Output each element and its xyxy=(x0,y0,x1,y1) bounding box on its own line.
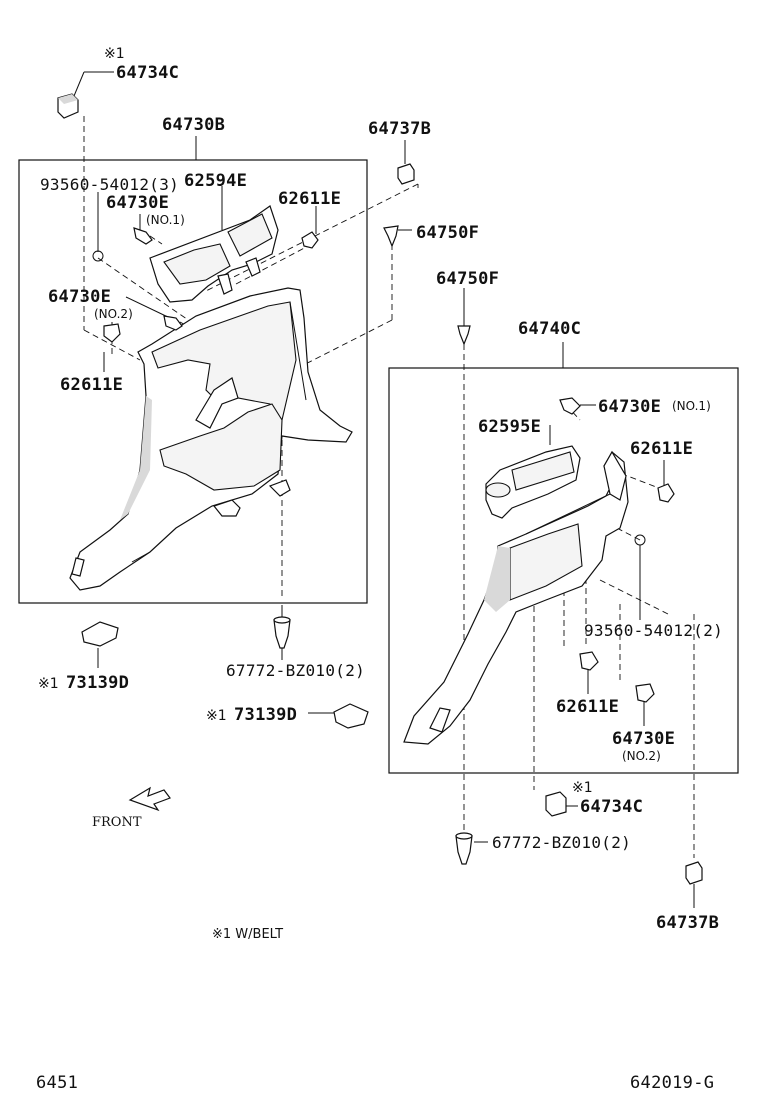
fastener-62611E-left-bottom xyxy=(103,323,121,343)
label-no1-right: (NO.1) xyxy=(672,399,711,413)
clip-64737B-top xyxy=(397,163,415,185)
label-64730E-no1-right: 64730E xyxy=(598,397,661,417)
label-62611E-right-bottom: 62611E xyxy=(556,697,619,717)
label-62611E-left-top: 62611E xyxy=(278,189,341,209)
fastener-64730E-no1-right xyxy=(559,397,581,415)
label-64730E-no2-left: 64730E xyxy=(48,287,111,307)
clip-67772-lower xyxy=(455,832,473,865)
label-64730E-no1-left: 64730E xyxy=(106,193,169,213)
mark-1d: ※1 xyxy=(572,780,593,796)
fastener-64730E-no1-left xyxy=(133,227,153,245)
label-64740C: 64740C xyxy=(518,319,581,339)
label-64730B: 64730B xyxy=(162,115,225,135)
cover-73139D-mid xyxy=(333,703,369,729)
fastener-62611E-right-top xyxy=(657,483,675,503)
screw-symbol-right xyxy=(634,534,646,546)
label-62611E-left-bottom: 62611E xyxy=(60,375,123,395)
fastener-62611E-left-top xyxy=(301,231,319,249)
cover-73139D-left xyxy=(81,621,119,647)
label-no2-left: (NO.2) xyxy=(94,307,133,321)
label-64750F-b: 64750F xyxy=(436,269,499,289)
label-64750F-a: 64750F xyxy=(416,223,479,243)
label-67772-lower: 67772-BZ010(2) xyxy=(492,833,631,852)
leader-lines xyxy=(73,71,695,908)
right-storage-tray xyxy=(485,445,581,519)
label-93560-right: 93560-54012(2) xyxy=(584,621,723,640)
left-storage-tray xyxy=(149,205,279,303)
label-64734C-bottom: 64734C xyxy=(580,797,643,817)
fastener-64730E-no2-left xyxy=(163,315,183,331)
screw-symbol-left xyxy=(92,250,104,262)
label-73139D-mid: 73139D xyxy=(234,705,297,725)
fastener-64750F-a xyxy=(383,225,399,248)
left-assembly-box xyxy=(18,159,368,604)
label-67772-upper: 67772-BZ010(2) xyxy=(226,661,365,680)
label-no2-right: (NO.2) xyxy=(622,749,661,763)
label-73139D-left: 73139D xyxy=(66,673,129,693)
clip-67772-upper xyxy=(273,616,291,649)
clip-64737B-bottom xyxy=(685,861,703,885)
footnote: ※1 W/BELT xyxy=(212,927,283,942)
clip-64734C-bottom xyxy=(545,791,567,817)
mark-1b: ※1 xyxy=(38,676,59,692)
label-62595E: 62595E xyxy=(478,417,541,437)
clip-64734C-top xyxy=(57,93,79,119)
label-front: FRONT xyxy=(92,815,142,830)
label-64734C-top: 64734C xyxy=(116,63,179,83)
mark-1a: ※1 xyxy=(104,46,125,62)
part-labels: ※1 64734C 64730B 64737B 93560-54012(3) 6… xyxy=(36,46,723,1093)
label-64730E-no2-right: 64730E xyxy=(612,729,675,749)
fastener-64750F-b xyxy=(457,325,471,346)
left-quarter-trim-panel xyxy=(69,287,353,591)
label-62611E-right-top: 62611E xyxy=(630,439,693,459)
fastener-64730E-no2-right xyxy=(635,683,655,703)
mark-1c: ※1 xyxy=(206,708,227,724)
page-number-right: 642019-G xyxy=(630,1073,714,1093)
right-quarter-trim-panel xyxy=(403,450,629,745)
label-93560-left: 93560-54012(3) xyxy=(40,175,179,194)
label-62594E: 62594E xyxy=(184,171,247,191)
label-no1-left: (NO.1) xyxy=(146,213,185,227)
label-64737B-bottom: 64737B xyxy=(656,913,719,933)
fastener-62611E-right-bottom xyxy=(579,651,599,671)
front-arrow-icon xyxy=(128,786,171,812)
label-64737B-top: 64737B xyxy=(368,119,431,139)
page-number-left: 6451 xyxy=(36,1073,78,1093)
